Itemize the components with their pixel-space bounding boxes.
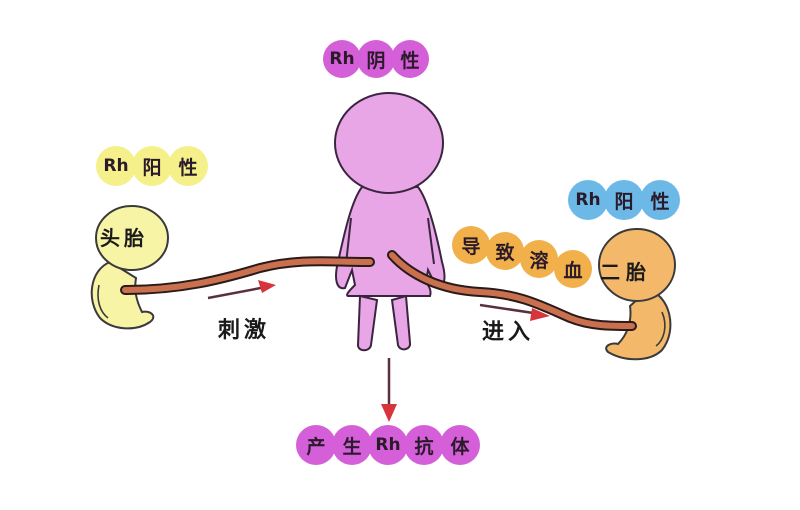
label-char: 血 — [554, 250, 592, 288]
stimulate-label: 刺激 — [218, 318, 271, 343]
label-char: 溶 — [520, 240, 558, 278]
label-char: 性 — [640, 180, 680, 220]
label-char: 体 — [440, 425, 480, 465]
label-char: 致 — [486, 232, 524, 270]
label-char: 导 — [452, 226, 490, 264]
first-fetus-rh-positive-label: Rh 阳 性 — [96, 146, 208, 186]
first-fetus-figure — [90, 205, 169, 330]
second-fetus-text: 二胎 — [600, 260, 652, 284]
label-char: 阴 — [357, 40, 395, 78]
label-char: 阳 — [604, 180, 644, 220]
umbilical-cord-right — [387, 250, 637, 331]
enter-label: 进入 — [482, 320, 535, 345]
label-char: 生 — [332, 425, 372, 465]
produce-rh-antibody-label: 产 生 Rh 抗 体 — [296, 425, 480, 465]
label-char: 性 — [391, 40, 429, 78]
mother-figure — [334, 92, 446, 352]
second-fetus-rh-positive-label: Rh 阳 性 — [568, 180, 680, 220]
label-char: 抗 — [404, 425, 444, 465]
label-char: Rh — [568, 180, 608, 220]
label-char: 性 — [168, 146, 208, 186]
label-char: Rh — [96, 146, 136, 186]
first-fetus-text: 头胎 — [100, 226, 148, 250]
label-char: 产 — [296, 425, 336, 465]
stimulate-arrow — [207, 280, 276, 300]
produce-antibody-arrow — [381, 358, 397, 422]
mother-rh-negative-label: Rh 阴 性 — [323, 40, 429, 78]
enter-arrow — [479, 303, 550, 321]
label-char: Rh — [368, 425, 408, 465]
second-fetus-figure — [598, 228, 676, 361]
label-char: 阳 — [132, 146, 172, 186]
label-char: Rh — [323, 40, 361, 78]
umbilical-cord-left — [120, 256, 375, 295]
